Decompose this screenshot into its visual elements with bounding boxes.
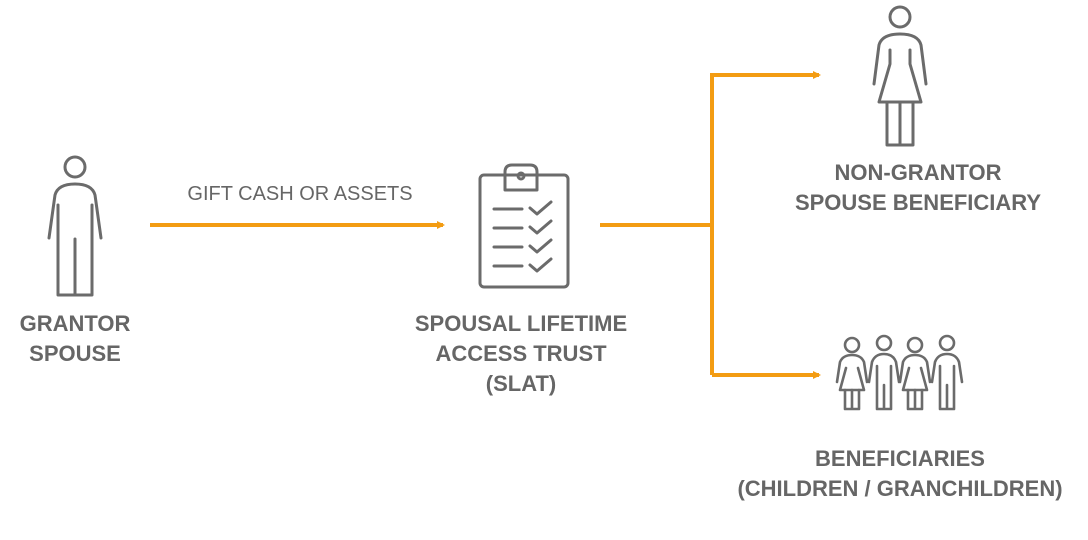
gift-label: GIFT CASH OR ASSETS	[187, 183, 413, 205]
clipboard-checklist-icon	[478, 163, 570, 289]
boy-icon	[930, 334, 964, 411]
spouse-beneficiary-label-line1: NON-GRANTOR	[834, 160, 1002, 185]
grantor-label-line1: GRANTOR	[19, 311, 131, 336]
grantor-label: GRANTOR SPOUSE	[20, 309, 131, 369]
slat-label-line2: ACCESS TRUST	[435, 341, 607, 366]
boy-icon	[867, 334, 901, 411]
girl-icon	[898, 336, 932, 411]
beneficiaries-label-line1: BENEFICIARIES	[815, 446, 985, 471]
slat-label-line1: SPOUSAL LIFETIME	[414, 311, 628, 336]
slat-label: SPOUSAL LIFETIME ACCESS TRUST (SLAT)	[415, 309, 627, 399]
children-group-icon	[835, 334, 964, 411]
beneficiaries-label-line2: (CHILDREN / GRANCHILDREN)	[737, 476, 1063, 501]
beneficiaries-label: BENEFICIARIES (CHILDREN / GRANCHILDREN)	[737, 444, 1062, 504]
girl-icon	[835, 336, 869, 411]
woman-icon	[872, 5, 928, 147]
man-icon	[47, 155, 103, 297]
spouse-beneficiary-label: NON-GRANTOR SPOUSE BENEFICIARY	[795, 158, 1041, 218]
grantor-label-line2: SPOUSE	[29, 341, 121, 366]
slat-label-line3: (SLAT)	[485, 371, 557, 396]
spouse-beneficiary-label-line2: SPOUSE BENEFICIARY	[794, 190, 1042, 215]
split-connector	[600, 71, 821, 379]
